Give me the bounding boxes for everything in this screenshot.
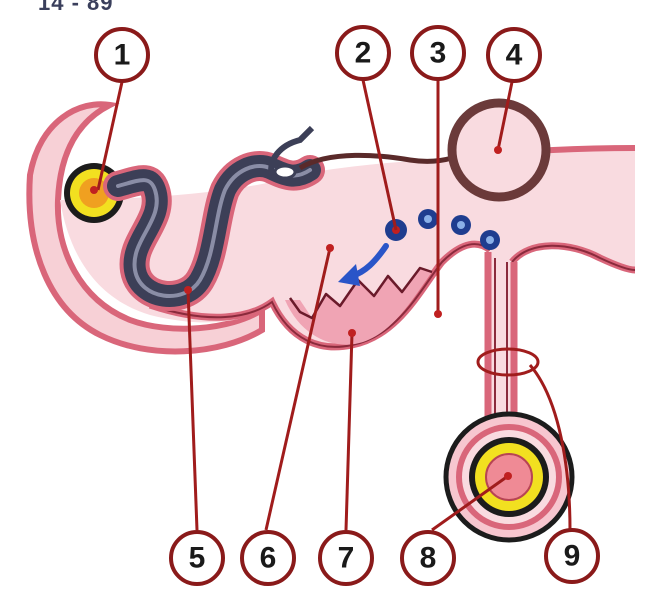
leader-7	[344, 332, 354, 531]
fiber-terminal	[273, 164, 297, 180]
stalk-ring-9	[476, 347, 540, 377]
leader-dots	[90, 146, 512, 480]
dot-7	[348, 329, 356, 337]
callout-1: 1	[94, 27, 150, 83]
leader-5	[186, 289, 199, 531]
callout-ring	[486, 27, 542, 83]
leader-6	[264, 247, 332, 531]
callout-ring	[410, 25, 466, 81]
arrow-head	[338, 264, 360, 286]
callout-label: 5	[189, 542, 206, 575]
stalk-inner	[494, 258, 508, 430]
stalk-outer	[484, 252, 518, 430]
leader-1	[96, 81, 124, 191]
right-lower-membrane-dark	[511, 244, 636, 271]
dot-1	[90, 186, 98, 194]
vesicle-center	[486, 236, 494, 244]
serpentine-tube	[103, 151, 325, 311]
callout-label: 3	[430, 37, 447, 70]
callout-9: 9	[544, 528, 600, 584]
callout-3: 3	[410, 25, 466, 81]
callout-label: 1	[114, 39, 131, 72]
left-hook-tissue	[26, 101, 265, 355]
callout-5: 5	[169, 530, 225, 586]
fiber-line	[298, 152, 453, 171]
dot-6	[326, 244, 334, 252]
callout-ring	[169, 530, 225, 586]
dot-8	[504, 472, 512, 480]
fiber-hook	[268, 125, 315, 176]
callout-label: 9	[564, 540, 581, 573]
callout-label: 6	[260, 542, 277, 575]
callout-2: 2	[335, 25, 391, 81]
left-basin-membrane-dark	[149, 243, 491, 348]
callout-ring	[400, 530, 456, 586]
leader-9	[528, 364, 572, 531]
callout-7: 7	[318, 530, 374, 586]
figure-number: 14 - 89	[38, 0, 114, 15]
callout-6: 6	[240, 530, 296, 586]
callout-ring	[240, 530, 296, 586]
vesicle-center	[424, 215, 432, 223]
vesicle-center	[457, 221, 465, 229]
callout-label: 2	[355, 37, 372, 70]
callout-ring	[94, 27, 150, 83]
dot-4	[494, 146, 502, 154]
callout-ring	[335, 25, 391, 81]
callout-8: 8	[400, 530, 456, 586]
callout-label: 7	[338, 542, 355, 575]
callout-4: 4	[486, 27, 542, 83]
callout-label: 4	[506, 39, 523, 72]
dot-5	[184, 286, 192, 294]
leader-lines	[96, 79, 572, 532]
dot-3	[434, 310, 442, 318]
tube-lumen	[116, 164, 312, 298]
leader-2	[361, 79, 398, 231]
leader-4	[496, 81, 514, 151]
leader-8	[431, 474, 509, 532]
cup-region	[285, 268, 432, 345]
callout-ring	[544, 528, 600, 584]
callout-ring	[318, 530, 374, 586]
blue-arrow	[338, 243, 389, 286]
callout-label: 8	[420, 542, 437, 575]
vesicles	[385, 209, 500, 250]
